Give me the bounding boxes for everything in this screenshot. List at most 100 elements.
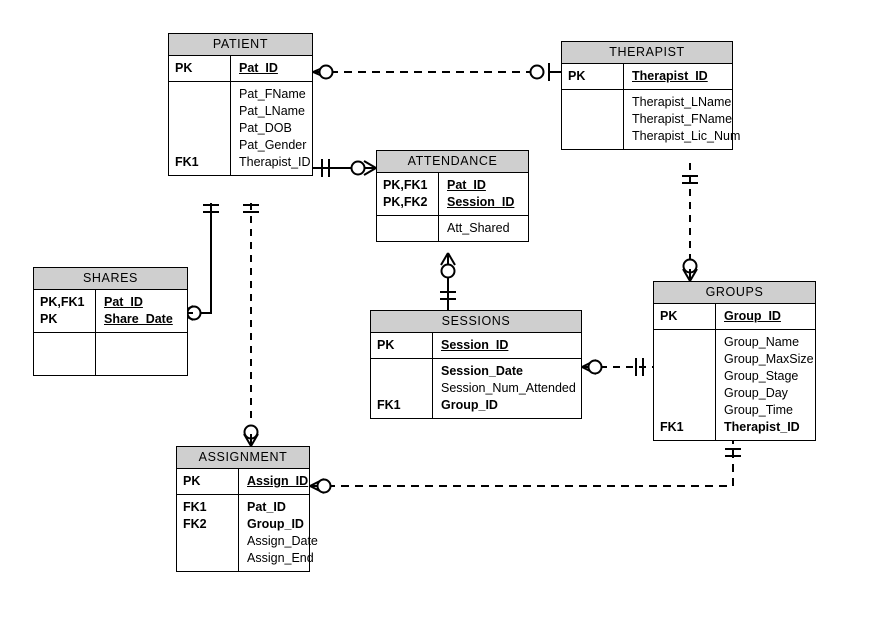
- attribute-pat-id: Pat_ID: [239, 61, 278, 75]
- attr-column-attendance-keys: Pat_ID Session_ID: [439, 173, 528, 215]
- entity-sessions[interactable]: SESSIONS PK Session_ID FK1 Session_Date …: [370, 310, 582, 419]
- key-label: [383, 220, 438, 237]
- entity-therapist[interactable]: THERAPIST PK Therapist_ID Therapist_LNam…: [561, 41, 740, 150]
- entity-groups[interactable]: GROUPS PK Group_ID FK1 Group_Name Group_…: [653, 281, 816, 441]
- attribute-share-date: Share_Date: [104, 312, 173, 326]
- key-label: [175, 86, 230, 103]
- attribute-pat-id: Pat_ID: [247, 500, 286, 514]
- key-label: PK: [175, 61, 193, 75]
- relationship-sessions-groups: [581, 358, 653, 376]
- relationship-patient-attendance: [313, 159, 377, 177]
- key-label: [660, 334, 715, 351]
- entity-title-shares: SHARES: [34, 268, 187, 290]
- attr-column-patient: Pat_FName Pat_LName Pat_DOB Pat_Gender T…: [231, 82, 312, 175]
- attribute-assign-date: Assign_Date: [247, 534, 318, 548]
- attribute-therapist-fname: Therapist_FName: [632, 112, 733, 126]
- attribute-group-stage: Group_Stage: [724, 369, 799, 383]
- relationship-attendance-sessions: [440, 252, 456, 310]
- key-label-pk: PK: [183, 474, 201, 488]
- attribute-pat-id: Pat_ID: [104, 295, 143, 309]
- relationship-assignment-groups: [309, 441, 741, 494]
- attribute-group-day: Group_Day: [724, 386, 788, 400]
- entity-title-attendance: ATTENDANCE: [377, 151, 528, 173]
- fk-column-attendance: [377, 216, 439, 241]
- attribute-session-num-attended: Session_Num_Attended: [441, 381, 576, 395]
- entity-title-assignment: ASSIGNMENT: [177, 447, 309, 469]
- attr-column-patient-keys: Pat_ID: [231, 56, 312, 81]
- key-label: PK: [568, 69, 586, 83]
- entity-title-sessions: SESSIONS: [371, 311, 581, 333]
- entity-attr-section-shares: [34, 333, 187, 375]
- key-label: [568, 111, 623, 128]
- relationship-patient-therapist: [312, 63, 561, 81]
- key-label-fk1: FK1: [660, 420, 684, 434]
- fk-column-therapist: [562, 90, 624, 149]
- key-label-pk-fk1: PK,FK1: [383, 178, 428, 192]
- key-label: [660, 368, 715, 385]
- key-label-empty: [40, 354, 95, 371]
- attribute-therapist-lic-num: Therapist_Lic_Num: [632, 129, 741, 143]
- key-label-empty: [40, 337, 95, 354]
- attribute-group-name: Group_Name: [724, 335, 800, 349]
- attribute-pat-lname: Pat_LName: [239, 104, 306, 118]
- key-column-therapist: PK: [562, 64, 624, 89]
- key-label: [175, 103, 230, 120]
- attr-column-sessions-keys: Session_ID: [433, 333, 581, 358]
- attr-column-attendance: Att_Shared: [439, 216, 528, 241]
- entity-shares[interactable]: SHARES PK,FK1 PK Pat_ID Share_Date: [33, 267, 188, 376]
- key-label: [175, 137, 230, 154]
- entity-key-section-groups: PK Group_ID: [654, 304, 815, 330]
- attribute-group-time: Group_Time: [724, 403, 794, 417]
- attribute-therapist-id: Therapist_ID: [724, 420, 800, 434]
- entity-key-section-assignment: PK Assign_ID: [177, 469, 309, 495]
- attribute-assign-end: Assign_End: [247, 551, 314, 565]
- key-label: [377, 363, 432, 380]
- key-label-pk: PK: [660, 309, 678, 323]
- attribute-group-id: Group_ID: [724, 309, 781, 323]
- entity-key-section-therapist: PK Therapist_ID: [562, 64, 732, 90]
- entity-key-section-attendance: PK,FK1 PK,FK2 Pat_ID Session_ID: [377, 173, 528, 216]
- entity-patient[interactable]: PATIENT PK Pat_ID FK1 Pat_FName Pat_LNam…: [168, 33, 313, 176]
- key-label-pk: PK: [40, 312, 58, 326]
- entity-key-section-sessions: PK Session_ID: [371, 333, 581, 359]
- attr-column-therapist: Therapist_LName Therapist_FName Therapis…: [624, 90, 740, 149]
- entity-attr-section-sessions: FK1 Session_Date Session_Num_Attended Gr…: [371, 359, 581, 418]
- attr-column-therapist-keys: Therapist_ID: [624, 64, 732, 89]
- key-label: [183, 550, 238, 567]
- entity-attr-section-therapist: Therapist_LName Therapist_FName Therapis…: [562, 90, 740, 149]
- fk-column-sessions: FK1: [371, 359, 433, 418]
- attribute-session-date: Session_Date: [441, 364, 523, 378]
- attribute-pat-id: Pat_ID: [447, 178, 486, 192]
- key-label-pk-fk2: PK,FK2: [383, 195, 428, 209]
- attr-column-assignment: Pat_ID Group_ID Assign_Date Assign_End: [239, 495, 318, 571]
- key-label: [660, 385, 715, 402]
- attribute-group-maxsize: Group_MaxSize: [724, 352, 814, 366]
- key-label: [568, 128, 623, 145]
- attribute-pat-dob: Pat_DOB: [239, 121, 292, 135]
- key-column-assignment: PK: [177, 469, 239, 494]
- key-label-pk: PK: [377, 338, 395, 352]
- attribute-empty: [104, 337, 187, 354]
- key-label: [660, 402, 715, 419]
- entity-attr-section-patient: FK1 Pat_FName Pat_LName Pat_DOB Pat_Gend…: [169, 82, 312, 175]
- key-label: [377, 380, 432, 397]
- entity-title-groups: GROUPS: [654, 282, 815, 304]
- fk-column-groups: FK1: [654, 330, 716, 440]
- attr-column-sessions: Session_Date Session_Num_Attended Group_…: [433, 359, 581, 418]
- attribute-assign-id: Assign_ID: [247, 474, 309, 488]
- entity-key-section-shares: PK,FK1 PK Pat_ID Share_Date: [34, 290, 187, 333]
- attribute-therapist-lname: Therapist_LName: [632, 95, 732, 109]
- attribute-pat-fname: Pat_FName: [239, 87, 306, 101]
- fk-column-patient: FK1: [169, 82, 231, 175]
- attribute-therapist-id: Therapist_ID: [239, 155, 311, 169]
- entity-attendance[interactable]: ATTENDANCE PK,FK1 PK,FK2 Pat_ID Session_…: [376, 150, 529, 242]
- attribute-group-id: Group_ID: [247, 517, 304, 531]
- attr-column-shares: [96, 333, 187, 375]
- entity-title-therapist: THERAPIST: [562, 42, 732, 64]
- attribute-group-id: Group_ID: [441, 398, 498, 412]
- entity-assignment[interactable]: ASSIGNMENT PK Assign_ID FK1 FK2 Pat_ID G…: [176, 446, 318, 572]
- key-column-groups: PK: [654, 304, 716, 329]
- key-column-sessions: PK: [371, 333, 433, 358]
- key-label-fk1: FK1: [377, 398, 401, 412]
